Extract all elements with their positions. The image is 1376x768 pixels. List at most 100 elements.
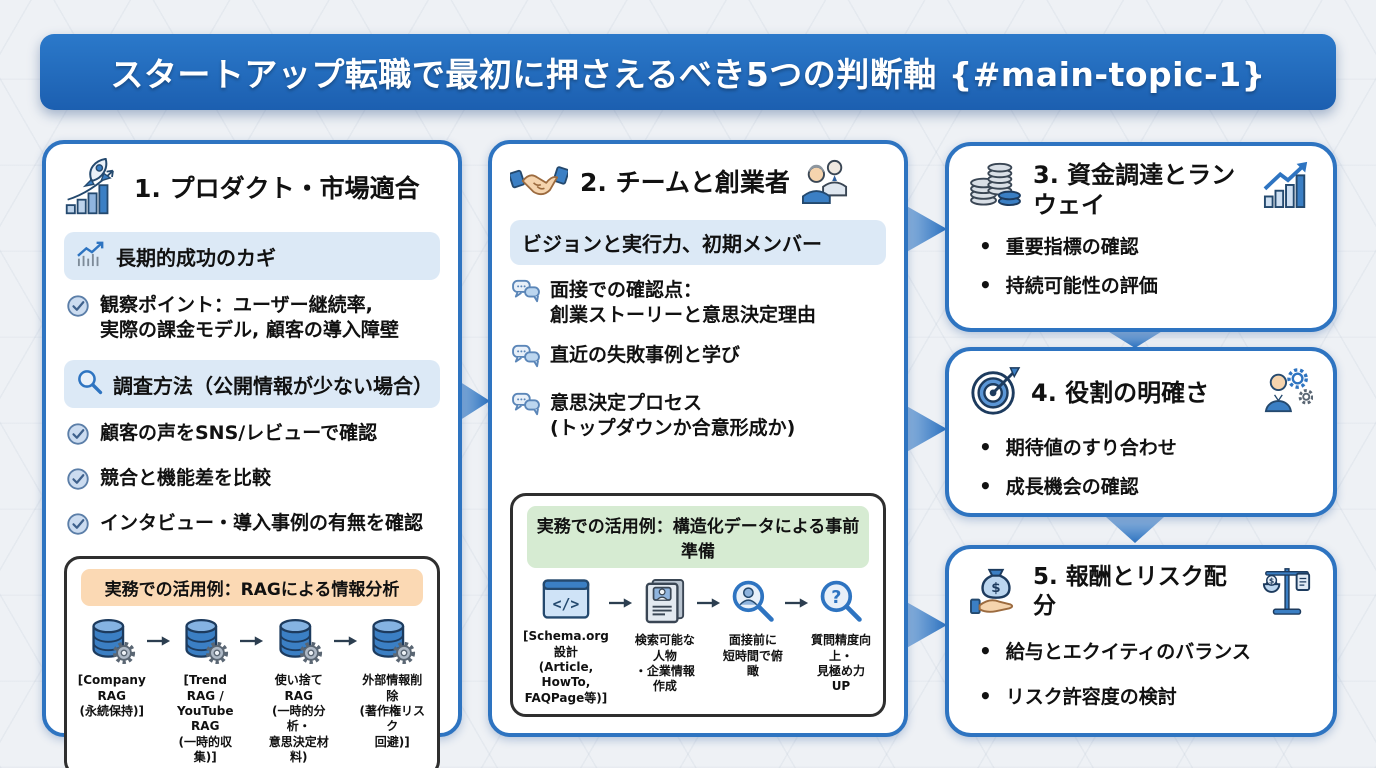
card1-observe-bullet: 観察ポイント：ユーザー継続率, 実際の課金モデル, 顧客の導入障壁: [66, 293, 438, 343]
card1-title: 1. プロダクト・市場適合: [134, 174, 420, 203]
card3-bullet-2-text: 持続可能性の評価: [1005, 275, 1158, 297]
flow-step: [Company RAG (永続保持)]: [77, 616, 147, 719]
card1-example-flow: [Company RAG (永続保持)] [Trend RAG / YouTub…: [77, 616, 427, 765]
schema-code-icon: </>: [542, 578, 590, 624]
card3-title: 3. 資金調達とランウェイ: [1033, 161, 1236, 219]
card4-bullet-2: 成長機会の確認: [979, 472, 1313, 499]
check-circle-icon: [66, 467, 90, 498]
card-funding-runway: 3. 資金調達とランウェイ 重要指標の確認 持続可能性の評価: [945, 142, 1337, 332]
arrow-card2-to-card4: [903, 404, 947, 454]
card5-bullet-2-text: リスク許容度の検討: [1005, 685, 1177, 708]
arrow-card2-to-card3: [903, 204, 947, 254]
svg-text:?: ?: [831, 588, 841, 608]
magnifier-question-icon: ?: [817, 578, 865, 628]
card4-bullet-2-text: 成長機会の確認: [1005, 476, 1139, 498]
card-role-clarity: 4. 役割の明確さ 期待値のすり合わせ 成長機会の確認: [945, 347, 1337, 517]
card5-title: 5. 報酬とリスク配分: [1033, 564, 1227, 619]
flow-step: </> [Schema.org設計 (Article, HowTo, FAQPa…: [523, 578, 609, 706]
card2-bullet-2: 直近の失敗事例と学び: [512, 343, 884, 376]
flow-step: 使い捨てRAG (一時的分析・ 意思決定材料): [264, 616, 334, 765]
card4-bullets: 期待値のすり合わせ 成長機会の確認: [969, 433, 1313, 511]
card1-example-title: 実務での活用例：RAGによる情報分析: [81, 569, 423, 607]
handshake-icon: [508, 161, 570, 205]
check-circle-icon: [66, 512, 90, 543]
card2-title: 2. チームと創業者: [580, 168, 790, 197]
arrow-right-icon: [696, 594, 721, 613]
card-product-market-fit: 1. プロダクト・市場適合 長期的成功のカギ 観察ポイン: [42, 140, 462, 768]
hand-money-icon: $: [969, 565, 1023, 619]
trend-arrow-icon: [76, 240, 106, 272]
card2-bullet-2-text: 直近の失敗事例と学び: [550, 344, 741, 367]
page-title: スタートアップ転職で最初に押さえるべき5つの判断軸 {#main-topic-1…: [110, 55, 1266, 94]
flow-step: [Trend RAG / YouTube RAG (一時的収集)]: [171, 616, 241, 765]
flow-step-label: [Trend RAG / YouTube RAG (一時的収集)]: [176, 673, 234, 765]
arrow-right-icon: [608, 594, 633, 613]
card2-bullet-3: 意思決定プロセス (トップダウンか合意形成か): [512, 391, 884, 441]
svg-text:$: $: [991, 581, 1000, 596]
person-gear-icon: [1263, 367, 1314, 419]
check-circle-icon: [66, 422, 90, 453]
flow-step: ? 質問精度向上・ 見極め力UP: [809, 578, 873, 694]
card1-check-1: 顧客の声をSNS/レビューで確認: [66, 421, 438, 453]
card5-title-row: $ 5. 報酬とリスク配分 $: [969, 563, 1313, 621]
card1-check-2-text: 競合と機能差を比較: [100, 467, 272, 490]
flow-step-label: 外部情報削除 (著作権リスク 回避)]: [359, 673, 426, 749]
card4-bullet-1: 期待値のすり合わせ: [979, 433, 1313, 460]
card2-title-row: 2. チームと創業者: [508, 158, 886, 208]
growth-chart-icon: [1261, 160, 1313, 212]
card3-bullet-2: 持続可能性の評価: [979, 271, 1313, 298]
card4-title: 4. 役割の明確さ: [1031, 379, 1210, 407]
card2-example-flow: </> [Schema.org設計 (Article, HowTo, FAQPa…: [523, 578, 873, 706]
card3-bullets: 重要指標の確認 持続可能性の評価: [969, 232, 1313, 310]
svg-text:</>: </>: [553, 596, 580, 613]
card2-band-label: ビジョンと実行力、初期メンバー: [522, 232, 822, 256]
speech-bubbles-icon: [512, 392, 540, 424]
balance-scale-icon: $: [1261, 564, 1313, 620]
coins-icon: [969, 160, 1023, 210]
card2-example-title: 実務での活用例：構造化データによる事前準備: [527, 506, 869, 569]
card4-title-row: 4. 役割の明確さ: [969, 365, 1314, 421]
magnifier-person-icon: [729, 578, 777, 628]
target-icon: [969, 365, 1021, 421]
flow-step: 検索可能な人物 ・企業情報作成: [633, 578, 697, 694]
check-circle-icon: [66, 294, 90, 325]
flow-step-label: [Schema.org設計 (Article, HowTo, FAQPage等)…: [523, 629, 609, 705]
arrow-right-icon: [240, 632, 264, 651]
card2-example-box: 実務での活用例：構造化データによる事前準備 </> [Schema.org設計 …: [510, 493, 886, 717]
svg-text:$: $: [1269, 576, 1274, 585]
database-gear-icon: [181, 616, 229, 668]
card1-check-2: 競合と機能差を比較: [66, 466, 438, 498]
database-gear-icon: [368, 616, 416, 668]
card2-bullet-1-text: 面接での確認点： 創業ストーリーと意思決定理由: [550, 279, 817, 327]
card1-band-long-term: 長期的成功のカギ: [64, 232, 440, 280]
card5-bullets: 給与とエクイティのバランス リスク許容度の検討: [969, 637, 1313, 721]
card-team-founders: 2. チームと創業者 ビジョンと実行力、初期メンバー 面接での確認点： 創業スト…: [488, 140, 908, 737]
card5-bullet-1: 給与とエクイティのバランス: [979, 637, 1313, 664]
card3-title-row: 3. 資金調達とランウェイ: [969, 160, 1313, 220]
rocket-chart-icon: [64, 157, 122, 220]
card3-bullet-1: 重要指標の確認: [979, 232, 1313, 259]
card1-band1-label: 長期的成功のカギ: [116, 245, 276, 270]
flow-step-label: 面接前に 短時間で俯瞰: [722, 633, 783, 678]
id-card-icon: [644, 578, 686, 628]
flow-step: 面接前に 短時間で俯瞰: [721, 578, 785, 679]
arrow-card2-to-card5: [903, 600, 947, 650]
speech-bubbles-icon: [512, 344, 540, 376]
arrow-right-icon: [784, 594, 809, 613]
flow-step-label: [Company RAG (永続保持)]: [77, 673, 146, 719]
database-gear-icon: [275, 616, 323, 668]
card1-observe-text: 観察ポイント：ユーザー継続率, 実際の課金モデル, 顧客の導入障壁: [100, 294, 399, 342]
arrow-right-icon: [146, 632, 171, 651]
arrow-card3-to-card4: [1106, 330, 1164, 348]
speech-bubbles-icon: [512, 279, 540, 311]
card1-example-box: 実務での活用例：RAGによる情報分析 [Company RAG (永続保持)] …: [64, 556, 440, 768]
header-banner: スタートアップ転職で最初に押さえるべき5つの判断軸 {#main-topic-1…: [40, 34, 1336, 110]
flow-step: 外部情報削除 (著作権リスク 回避)]: [358, 616, 428, 750]
arrow-right-icon: [333, 632, 358, 651]
team-icon: [801, 158, 848, 208]
card1-band-research: 調査方法（公開情報が少ない場合）: [64, 360, 440, 409]
database-gear-icon: [88, 616, 136, 668]
card5-bullet-2: リスク許容度の検討: [979, 682, 1313, 709]
flow-step-label: 使い捨てRAG (一時的分析・ 意思決定材料): [268, 673, 329, 765]
